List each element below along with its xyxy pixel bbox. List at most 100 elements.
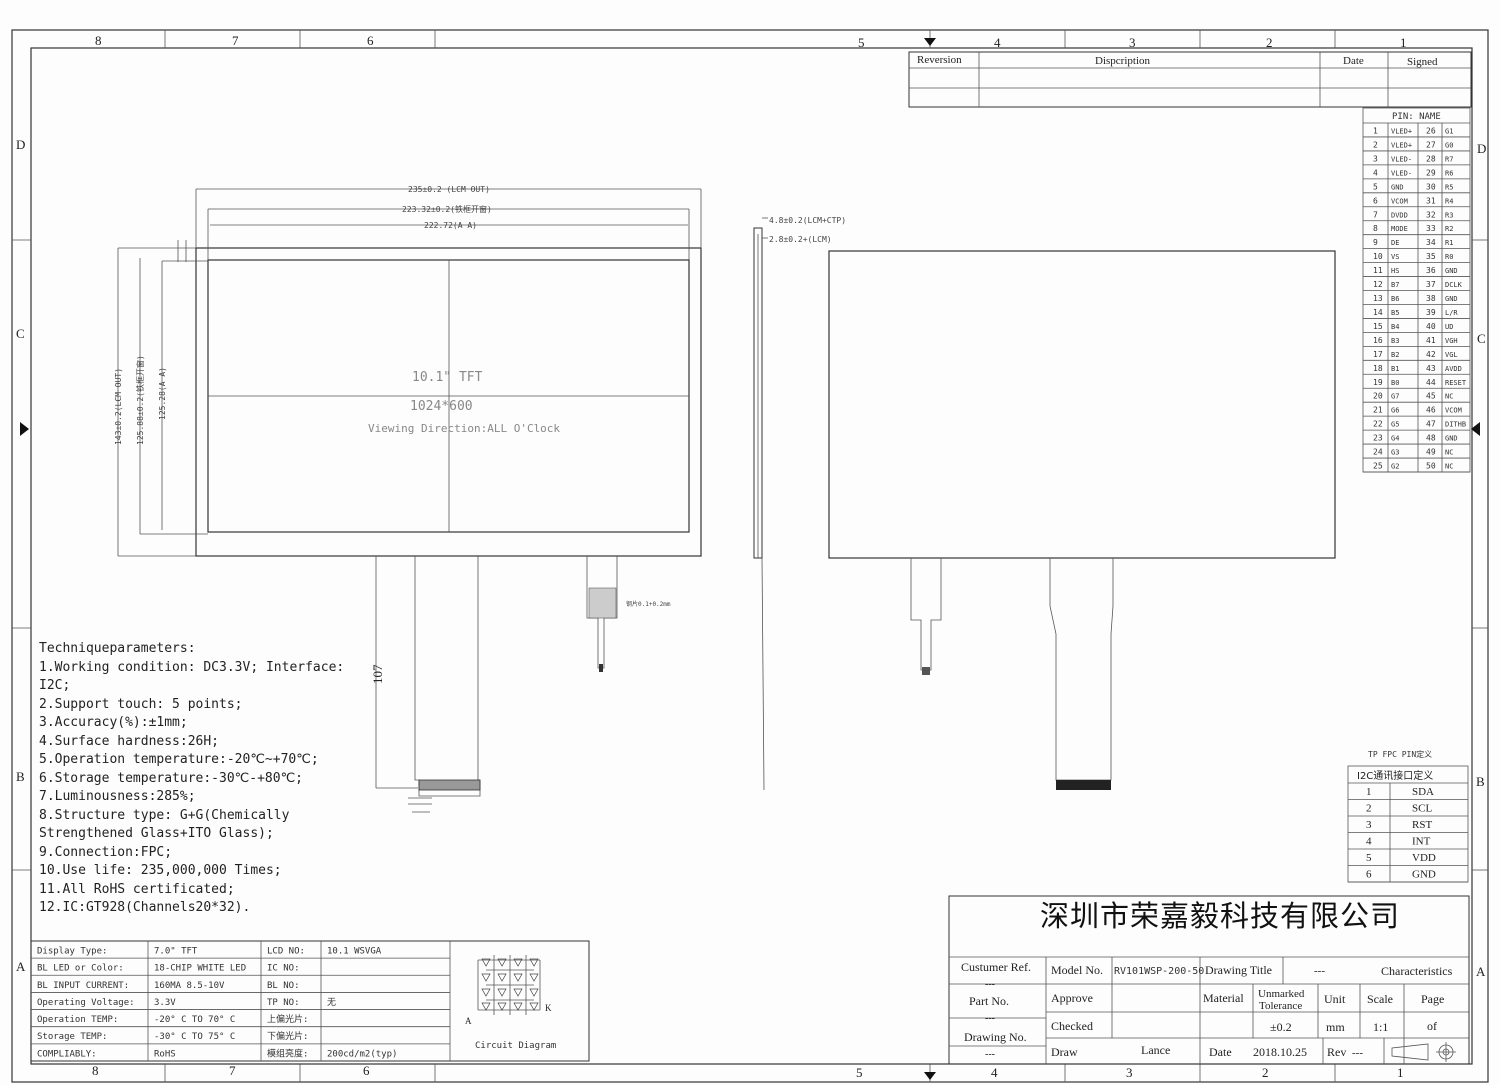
pin-cell: 15 [1373, 322, 1383, 331]
led-symbol [513, 988, 523, 997]
tech-line-6: 6.Storage temperature:-30℃-+80℃; [39, 770, 303, 786]
anode-label: A [465, 1016, 472, 1026]
pin-cell: 14 [1373, 308, 1383, 317]
spec-cell: 上偏光片: [267, 1013, 308, 1025]
part-no-label: Part No. [969, 994, 1009, 1008]
pin-cell: R4 [1445, 197, 1453, 205]
led-symbol [529, 973, 539, 982]
pin-cell: 34 [1426, 238, 1436, 247]
spec-cell: 160MA 8.5-10V [154, 981, 225, 991]
pin-cell: VLED- [1391, 155, 1412, 163]
spec-cell: 下偏光片: [267, 1030, 308, 1042]
tp-caption: TP FPC PIN定义 [1368, 749, 1432, 759]
led-symbol [481, 973, 491, 982]
pin-cell: 33 [1426, 224, 1436, 233]
company-name: 深圳市荣嘉毅科技有限公司 [1040, 899, 1401, 933]
drawing-title-label: Drawing Title [1205, 963, 1272, 977]
draw-value: Lance [1141, 1043, 1170, 1057]
customer-ref-label: Custumer Ref. [961, 960, 1031, 974]
rev-header-date: Date [1343, 55, 1364, 67]
led-symbol [497, 1002, 507, 1011]
led-symbol [481, 1002, 491, 1011]
lcd-fpc [1049, 558, 1114, 781]
pin-cell: GND [1445, 435, 1458, 443]
left-center-arrow [20, 422, 29, 436]
pin-cell: 24 [1373, 448, 1383, 457]
spec-cell: COMPLIABLY: [37, 1049, 97, 1059]
spec-cell: -20° C TO 70° C [154, 1015, 235, 1025]
dim-total-thickness: 4.8±0.2(LCM+CTP) [769, 216, 846, 225]
checked-label: Checked [1051, 1019, 1093, 1033]
led-symbol [497, 988, 507, 997]
zone-top-1: 1 [1400, 35, 1407, 50]
pin-cell: 7 [1373, 210, 1378, 219]
pin-cell: 38 [1426, 294, 1436, 303]
spec-cell: IC NO: [267, 964, 300, 974]
spec-cell: -30° C TO 75° C [154, 1032, 235, 1042]
tp-header: I2C通讯接口定义 [1357, 769, 1433, 782]
pin-cell: NC [1445, 449, 1453, 457]
zone-left-c: C [16, 326, 25, 341]
lcd-fpc-contacts [1056, 780, 1111, 790]
scale-label: Scale [1367, 992, 1393, 1006]
tech-title: Techniqueparameters: [39, 641, 196, 656]
spec-cell: 模组亮度: [267, 1047, 308, 1059]
pin-cell: 37 [1426, 280, 1436, 289]
zone-right-b: B [1476, 774, 1485, 789]
rev-header-description: Dispcription [1095, 55, 1150, 67]
pin-cell: 30 [1426, 182, 1436, 191]
pin-cell: 18 [1373, 364, 1383, 373]
pin-cell: DVDD [1391, 211, 1408, 219]
pin-cell: NC [1445, 393, 1453, 401]
pin-cell: G2 [1391, 463, 1399, 471]
spec-cell: BL INPUT CURRENT: [37, 981, 129, 991]
pin-cell: 46 [1426, 406, 1436, 415]
date-value: 2018.10.25 [1253, 1045, 1307, 1059]
title-block: Custumer Ref. --- Part No. --- Drawing N… [948, 895, 1470, 1065]
back-outline [828, 250, 1336, 559]
pin-cell: AVDD [1445, 365, 1462, 373]
zone-bottom-8: 8 [92, 1063, 99, 1078]
ctp-fpc [375, 556, 481, 797]
tp-pin-name: RST [1412, 819, 1432, 831]
pin-cell: 40 [1426, 322, 1436, 331]
tech-line-12: 12.IC:GT928(Channels20*32). [39, 900, 251, 915]
zone-top-5: 5 [858, 35, 865, 50]
pin-cell: GND [1445, 267, 1458, 275]
zone-left-a: A [16, 959, 26, 974]
pin-cell: R0 [1445, 253, 1453, 261]
spec-cell: BL NO: [267, 981, 300, 991]
dim-bezel-width: 223.32±0.2(铁框开窗) [402, 204, 492, 214]
pin-cell: G1 [1445, 128, 1453, 136]
pin-cell: RESET [1445, 379, 1467, 387]
top-center-arrow [924, 38, 936, 46]
spec-cell: Storage TEMP: [37, 1032, 107, 1042]
pin-cell: 39 [1426, 308, 1436, 317]
page-value: of [1427, 1019, 1437, 1033]
tp-fpc-stiffener [588, 587, 617, 619]
pin-cell: 44 [1426, 378, 1436, 387]
pin-cell: 21 [1373, 406, 1383, 415]
pin-cell: DCLK [1445, 281, 1463, 289]
tech-line-1: 1.Working condition: DC3.3V; Interface: … [39, 659, 353, 694]
dim-aa-width: 222.72(A A) [424, 221, 477, 230]
center-size: 10.1" TFT [412, 370, 483, 385]
tolerance-label-1: Unmarked [1258, 988, 1305, 1000]
zone-bottom-5: 5 [856, 1065, 863, 1080]
pin-cell: VGH [1445, 337, 1458, 345]
pin-cell: 35 [1426, 252, 1436, 261]
zone-bottom-2: 2 [1262, 1065, 1269, 1080]
led-symbol [513, 973, 523, 982]
pin-cell: G0 [1445, 141, 1453, 149]
approve-label: Approve [1051, 991, 1093, 1005]
ctp-fpc-contacts [418, 779, 481, 791]
pin-cell: 13 [1373, 294, 1383, 303]
pin-cell: 31 [1426, 196, 1436, 205]
pin-cell: UD [1445, 323, 1453, 331]
dim-aa-height: 125.28(A A) [158, 367, 167, 420]
spec-cell: 10.1 WSVGA [327, 947, 382, 957]
spec-cell: 7.0" TFT [154, 947, 198, 957]
pin-cell: 5 [1373, 182, 1378, 191]
led-symbol [513, 958, 523, 967]
pin-cell: 27 [1426, 140, 1436, 149]
